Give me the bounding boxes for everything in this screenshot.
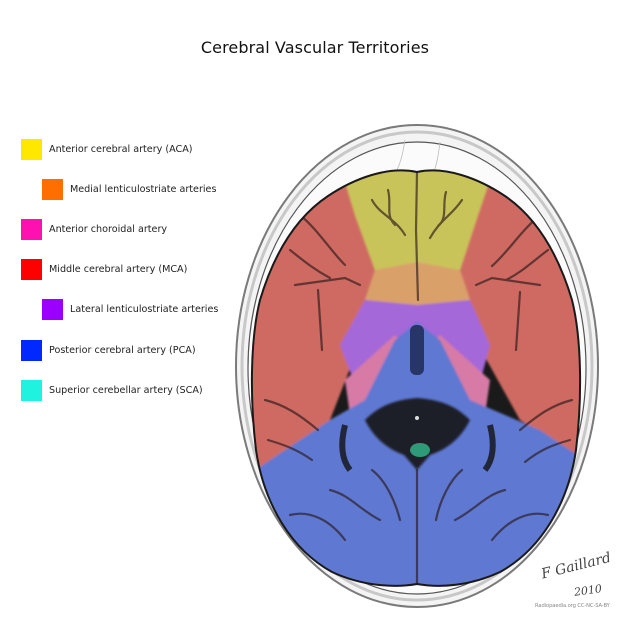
territory-sca — [410, 443, 430, 457]
legend-swatch-medial-lenticulostriate — [42, 179, 63, 200]
legend-swatch-sca — [21, 380, 42, 401]
territories — [251, 170, 581, 586]
legend-swatch-aca — [21, 139, 42, 160]
legend-item-anterior-choroidal: Anterior choroidal artery — [21, 219, 167, 240]
legend-swatch-pca — [21, 340, 42, 361]
territory-aca — [340, 170, 495, 278]
legend-item-pca: Posterior cerebral artery (PCA) — [21, 340, 196, 361]
legend-label-lateral-lenticulostriate: Lateral lenticulostriate arteries — [70, 304, 219, 315]
legend-item-lateral-lenticulostriate: Lateral lenticulostriate arteries — [42, 299, 218, 320]
legend-label-aca: Anterior cerebral artery (ACA) — [49, 144, 193, 155]
legend-item-aca: Anterior cerebral artery (ACA) — [21, 139, 193, 160]
legend-label-pca: Posterior cerebral artery (PCA) — [49, 345, 196, 356]
legend-item-medial-lenticulostriate: Medial lenticulostriate arteries — [42, 179, 216, 200]
legend-label-medial-lenticulostriate: Medial lenticulostriate arteries — [70, 184, 217, 195]
territory-mca — [251, 170, 581, 480]
legend-label-sca: Superior cerebellar artery (SCA) — [49, 385, 203, 396]
legend-label-mca: Middle cerebral artery (MCA) — [49, 264, 188, 275]
figure-title: Cerebral Vascular Territories — [200, 38, 430, 57]
ventricles — [339, 325, 496, 472]
legend-item-sca: Superior cerebellar artery (SCA) — [21, 380, 203, 401]
legend-swatch-mca — [21, 259, 42, 280]
legend-swatch-lateral-lenticulostriate — [42, 299, 63, 320]
legend-label-anterior-choroidal: Anterior choroidal artery — [49, 224, 168, 235]
legend-item-mca: Middle cerebral artery (MCA) — [21, 259, 187, 280]
legend-swatch-anterior-choroidal — [21, 219, 42, 240]
credit-text: Radiopaedia.org CC-NC-SA-BY — [535, 603, 610, 609]
